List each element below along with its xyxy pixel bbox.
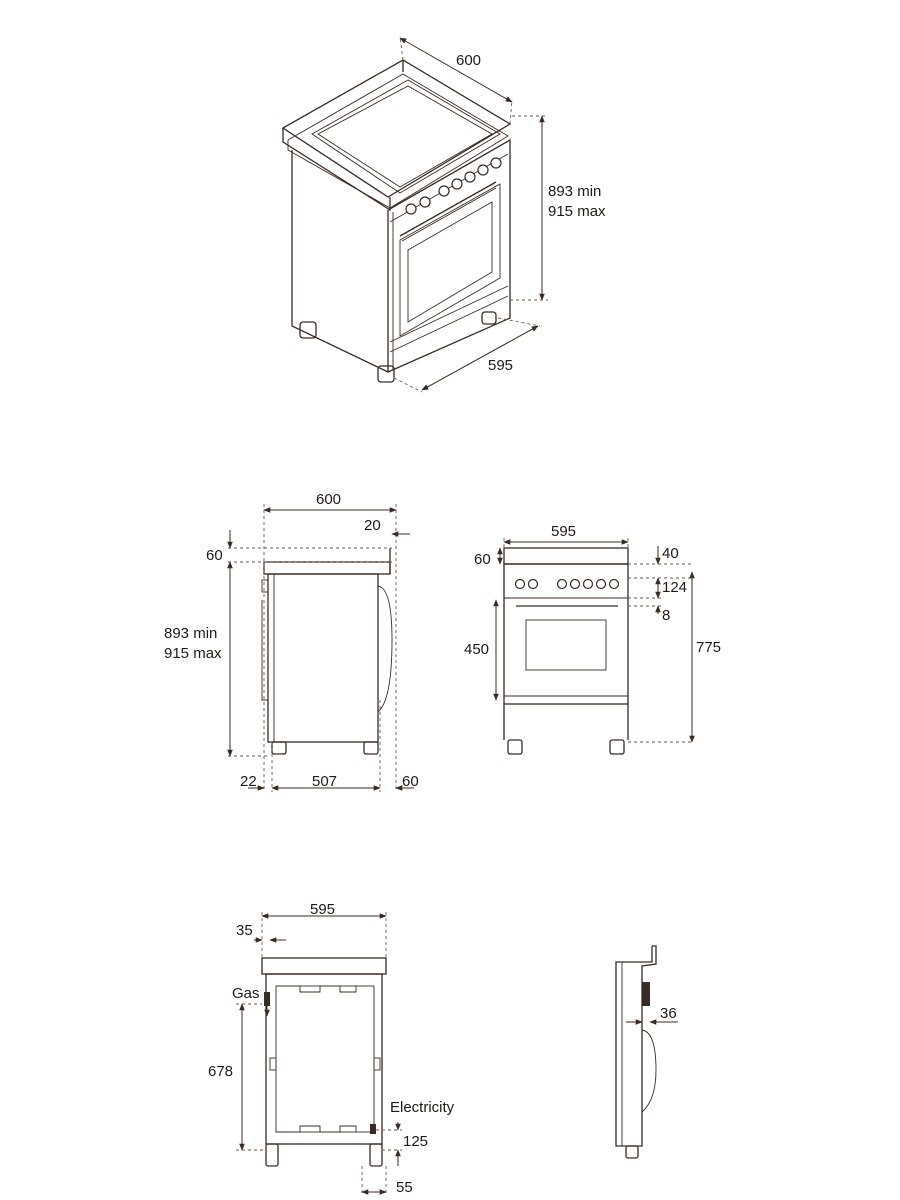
knob-icon bbox=[608, 578, 620, 590]
profile-view: 36 bbox=[615, 945, 678, 1159]
profile-depth-label: 36 bbox=[660, 1005, 677, 1022]
iso-width-label: 600 bbox=[456, 52, 481, 69]
side-backsplash-label: 60 bbox=[206, 547, 223, 564]
knob-icon bbox=[569, 578, 581, 590]
knob-icon bbox=[490, 157, 502, 169]
front-body bbox=[503, 547, 629, 755]
knob-icon bbox=[419, 196, 431, 208]
rear-width-label: 595 bbox=[310, 901, 335, 918]
rear-gas-label: Gas bbox=[232, 985, 260, 1002]
knob-icon bbox=[464, 171, 476, 183]
knob-icon bbox=[514, 578, 526, 590]
side-handle-depth-label: 60 bbox=[402, 773, 419, 790]
cooker-body-iso bbox=[281, 59, 512, 383]
isometric-view: 600 893 min 915 max 595 bbox=[281, 35, 606, 393]
rear-gas-height-label: 678 bbox=[208, 1063, 233, 1080]
profile-body bbox=[615, 945, 657, 1159]
iso-height-min-label: 893 min bbox=[548, 183, 601, 200]
electricity-inlet-icon bbox=[370, 1124, 376, 1134]
knob-icon bbox=[556, 578, 568, 590]
knob-icon bbox=[595, 578, 607, 590]
side-rear-offset-label: 20 bbox=[364, 517, 381, 534]
iso-height-max-label: 915 max bbox=[548, 203, 606, 220]
front-backsplash-label: 60 bbox=[474, 551, 491, 568]
rear-view: 595 35 Gas 678 Electricity 125 55 bbox=[208, 901, 455, 1196]
side-body-depth-label: 507 bbox=[312, 773, 337, 790]
front-view: 595 60 40 124 8 450 775 bbox=[464, 523, 721, 755]
rear-side-offset-label: 35 bbox=[236, 922, 253, 939]
rear-electricity-height-label: 125 bbox=[403, 1133, 428, 1150]
knob-icon bbox=[582, 578, 594, 590]
gas-inlet-icon bbox=[264, 992, 270, 1006]
knob-icon bbox=[451, 178, 463, 190]
side-view: 600 20 60 893 min 915 max 22 507 60 bbox=[164, 491, 419, 792]
knob-icon bbox=[405, 203, 417, 215]
rear-body bbox=[261, 957, 387, 1167]
front-width-label: 595 bbox=[551, 523, 576, 540]
iso-depth-label: 595 bbox=[488, 357, 513, 374]
front-oven-door-label: 450 bbox=[464, 641, 489, 658]
knob-icon bbox=[527, 578, 539, 590]
rear-electricity-offset-label: 55 bbox=[396, 1179, 413, 1196]
side-height-max-label: 915 max bbox=[164, 645, 222, 662]
front-top-zone-label: 40 bbox=[662, 545, 679, 562]
rear-electricity-label: Electricity bbox=[390, 1099, 455, 1116]
side-body bbox=[261, 548, 393, 755]
front-control-panel-label: 124 bbox=[662, 579, 687, 596]
iso-knobs bbox=[405, 157, 502, 215]
front-body-height-label: 775 bbox=[696, 639, 721, 656]
knob-icon bbox=[477, 164, 489, 176]
front-knobs bbox=[514, 578, 620, 590]
knob-icon bbox=[438, 185, 450, 197]
front-panel-gap-label: 8 bbox=[662, 607, 670, 624]
side-front-gap-label: 22 bbox=[240, 773, 257, 790]
side-height-min-label: 893 min bbox=[164, 625, 217, 642]
side-depth-top-label: 600 bbox=[316, 491, 341, 508]
